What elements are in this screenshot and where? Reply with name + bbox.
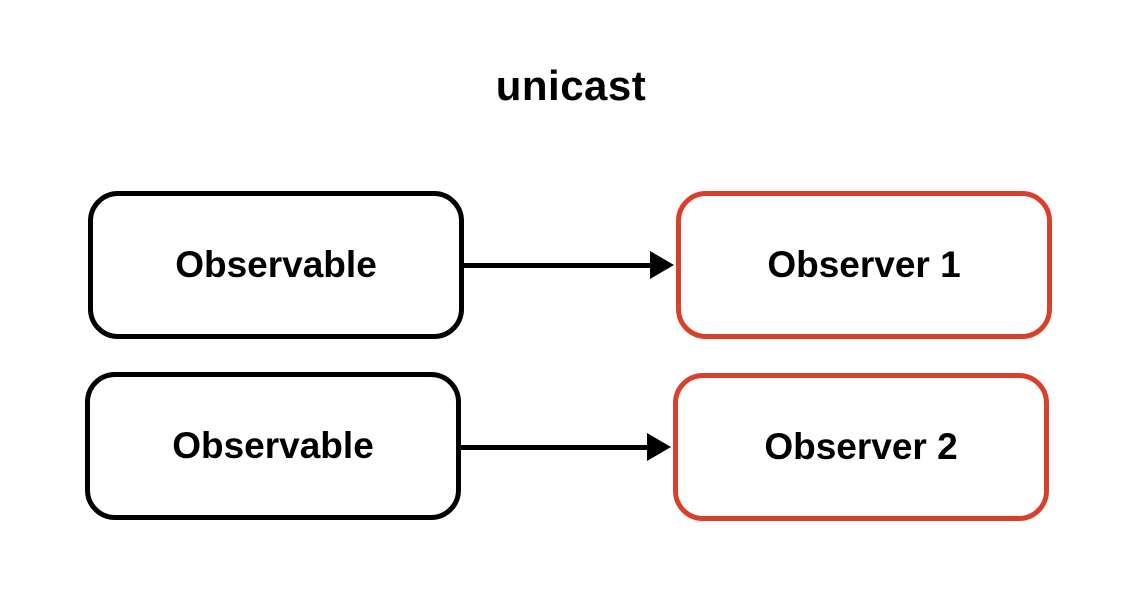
arrow-shaft [462,262,652,268]
observer-box-1-label: Observer 1 [767,244,961,285]
arrow-right-icon [462,251,674,279]
arrow-shaft [459,444,649,450]
observer-box-2-label: Observer 2 [764,426,958,467]
observable-box-1: Observable [88,191,464,339]
diagram-title: unicast [495,62,647,109]
observable-box-2-label: Observable [172,425,374,466]
arrow-right-icon [459,433,671,461]
arrow-head-icon [650,251,674,279]
observable-box-2: Observable [85,372,461,520]
arrow-head-icon [647,433,671,461]
observer-box-1: Observer 1 [676,191,1052,339]
observer-box-2: Observer 2 [673,373,1049,521]
observable-box-1-label: Observable [175,244,377,285]
